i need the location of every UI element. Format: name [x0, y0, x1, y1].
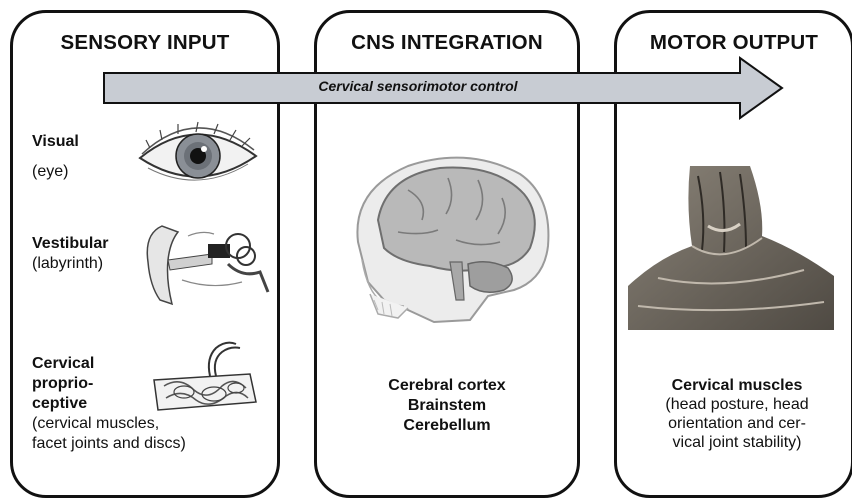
motor-detail-line1: (head posture, head: [640, 395, 834, 414]
visual-group: Visual (eye): [32, 132, 79, 182]
neck-muscles-illustration: [628, 166, 834, 330]
visual-detail: (eye): [32, 162, 79, 182]
ear-labyrinth-illustration: [142, 220, 272, 308]
brain-skull-illustration: [338, 150, 560, 326]
motor-detail-line3: vical joint stability): [640, 433, 834, 452]
motor-detail-line2: orientation and cer-: [640, 414, 834, 433]
motor-description: Cervical muscles (head posture, head ori…: [640, 376, 834, 452]
cervical-detail-line2: facet joints and discs): [32, 434, 186, 454]
eye-illustration: [136, 118, 260, 190]
vestibular-label: Vestibular: [32, 234, 108, 254]
vestibular-detail: (labyrinth): [32, 254, 108, 274]
cns-structures-list: Cerebral cortex Brainstem Cerebellum: [314, 376, 580, 436]
cervical-muscles-label: Cervical muscles: [640, 376, 834, 395]
arrow-label: Cervical sensorimotor control: [108, 78, 728, 94]
vestibular-group: Vestibular (labyrinth): [32, 234, 108, 274]
cerebral-cortex-label: Cerebral cortex: [314, 376, 580, 396]
brainstem-label: Brainstem: [314, 396, 580, 416]
visual-label: Visual: [32, 132, 79, 152]
proprioceptor-illustration: [150, 336, 260, 422]
cerebellum-label: Cerebellum: [314, 416, 580, 436]
